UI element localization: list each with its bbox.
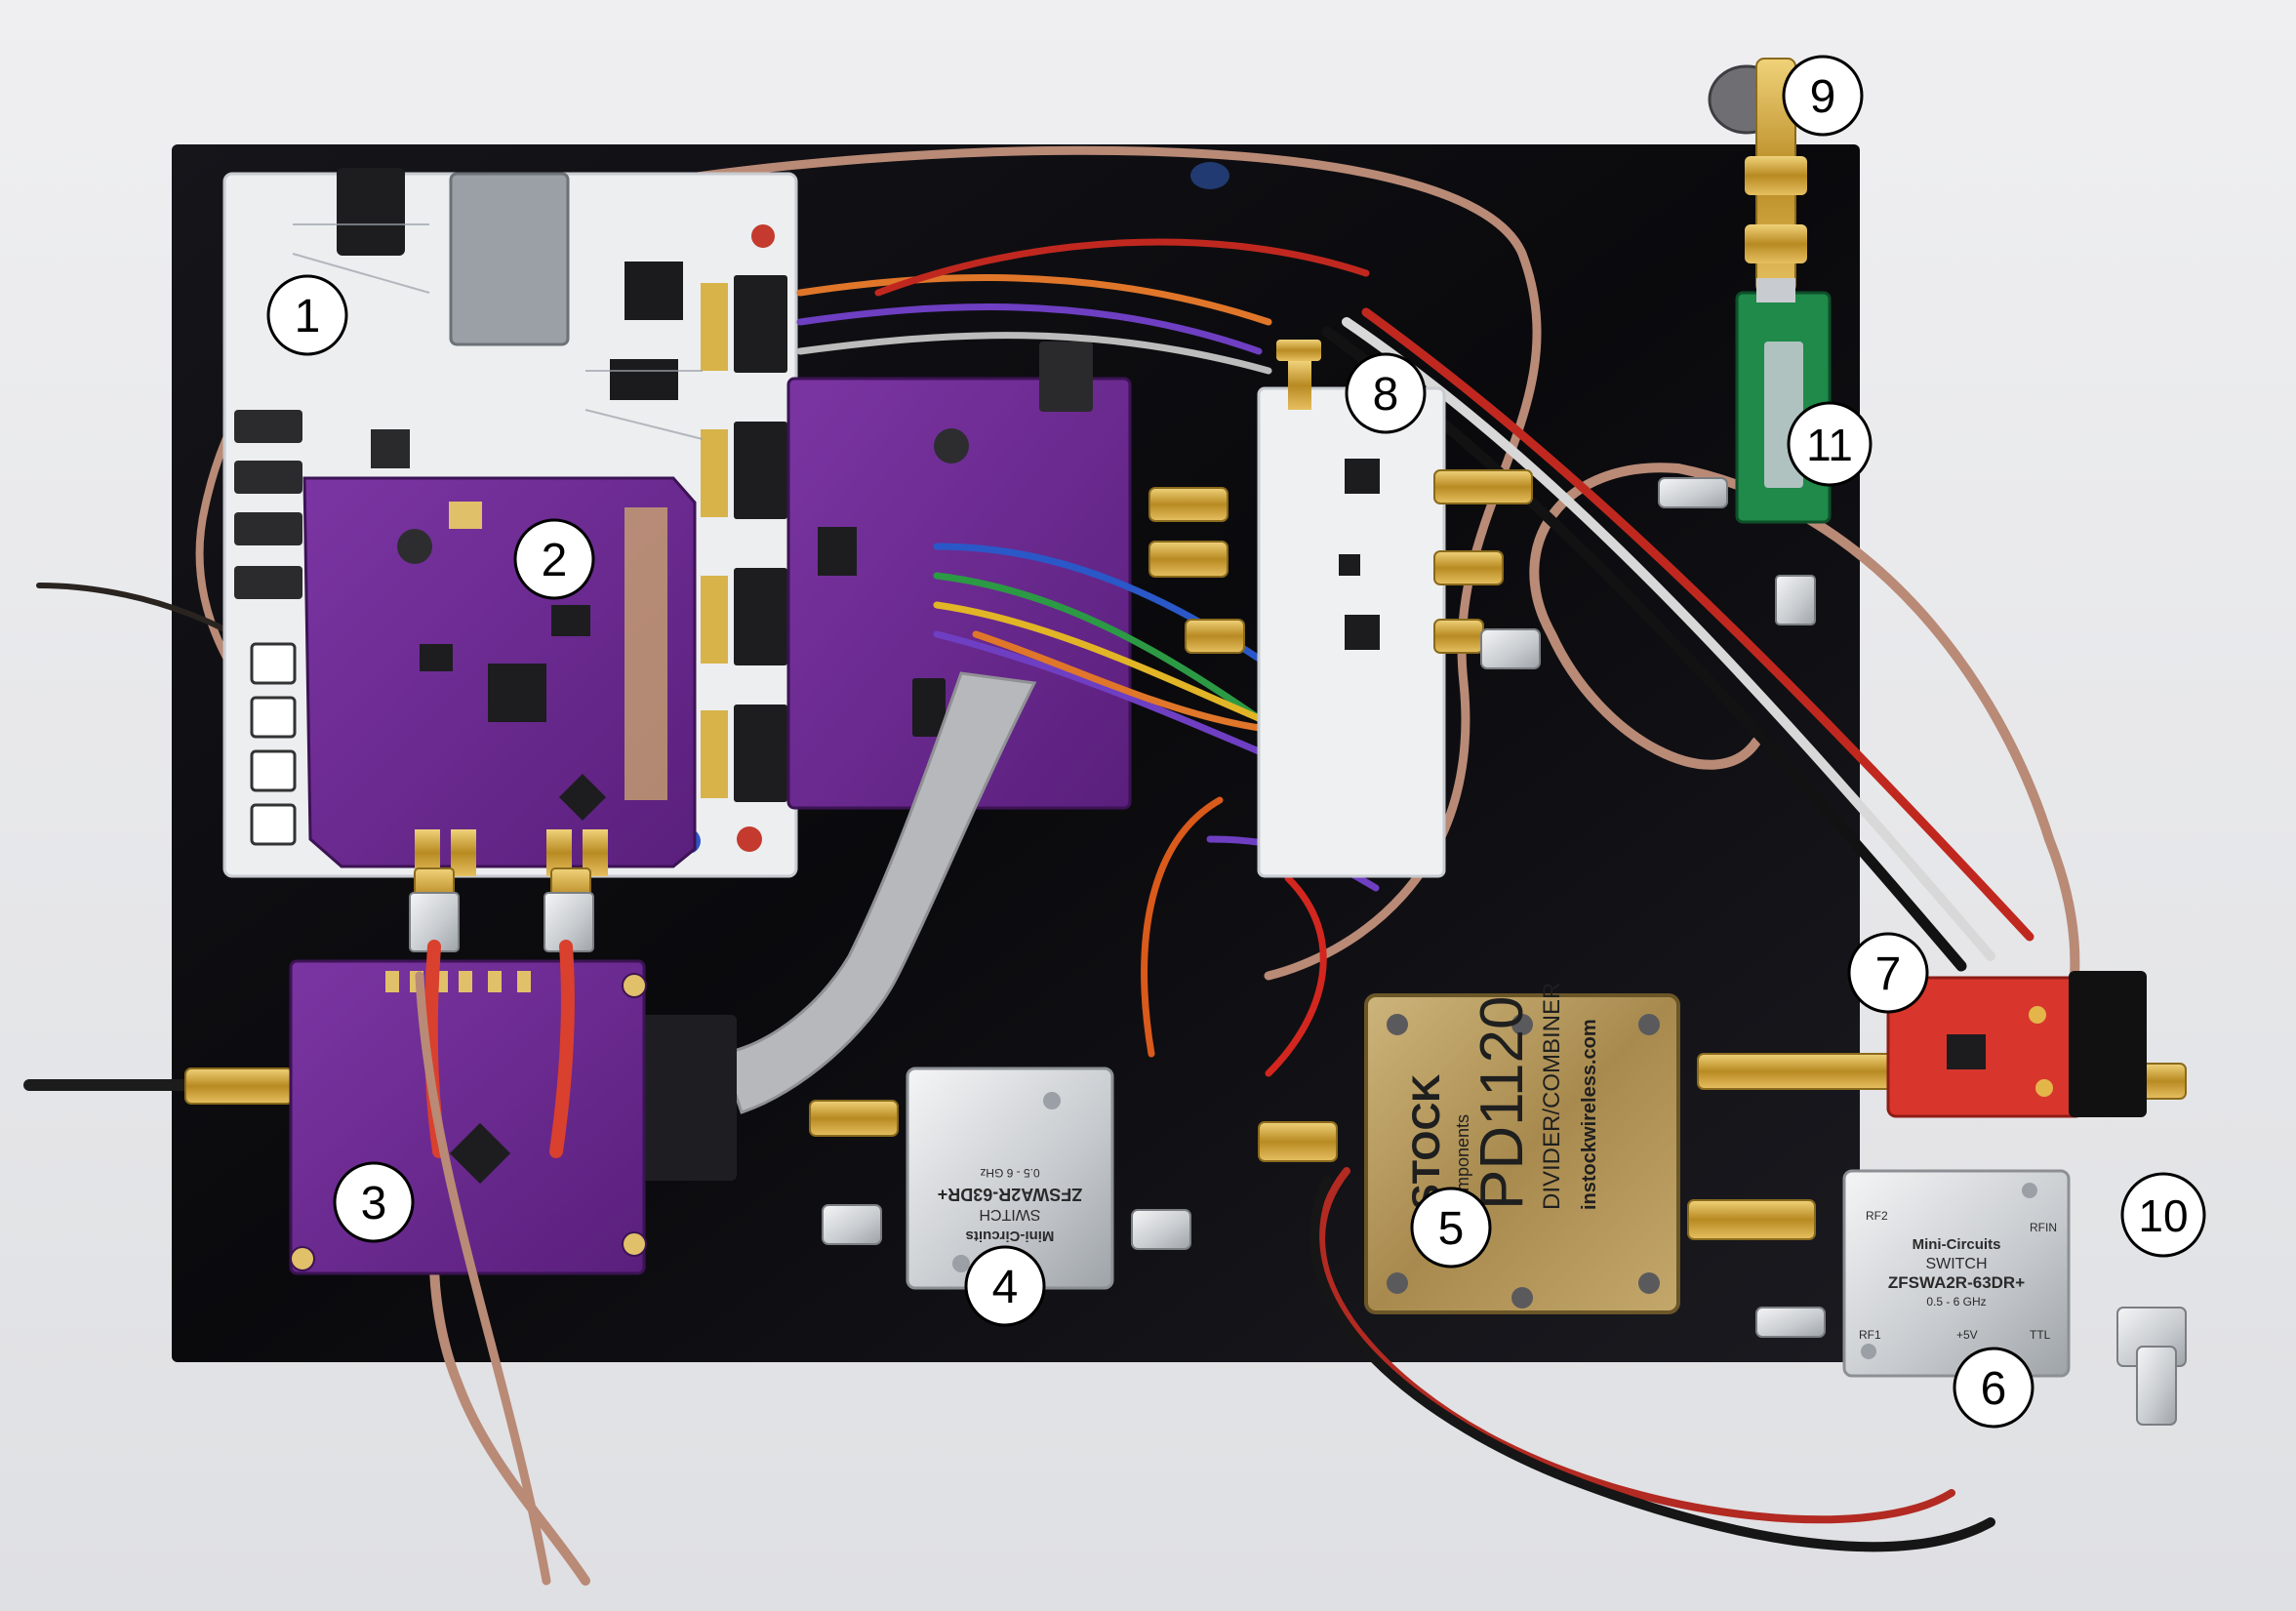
svg-text:9: 9 <box>1810 71 1836 123</box>
callout-4: 4 <box>964 1245 1046 1327</box>
callout-11: 11 <box>1787 401 1873 487</box>
svg-text:1: 1 <box>295 291 321 342</box>
divider-type: DIVIDER/COMBINER <box>1539 983 1565 1210</box>
black-bracket <box>2069 971 2147 1117</box>
power-divider: STOCK components PD1120 DIVIDER/COMBINER… <box>1364 983 1680 1314</box>
switch-b-brand: Mini-Circuits <box>1913 1236 2001 1253</box>
expansion-board <box>786 342 1132 810</box>
switch-b-port-ttl: TTL <box>2030 1328 2051 1342</box>
switch-b-model: ZFSWA2R-63DR+ <box>1888 1273 2025 1292</box>
callout-3: 3 <box>333 1161 415 1243</box>
callout-7: 7 <box>1847 932 1929 1014</box>
svg-text:11: 11 <box>1806 420 1853 470</box>
divider-url: instockwireless.com <box>1579 1019 1600 1210</box>
callout-5: 5 <box>1410 1187 1492 1269</box>
switch-a-range: 0.5 - 6 GHz <box>980 1166 1039 1180</box>
demodulator-board <box>302 476 697 876</box>
switch-b-port-rf1: RF1 <box>1859 1328 1881 1342</box>
ribbon-cable <box>629 671 1037 1181</box>
switch-a-kind: SWITCH <box>979 1206 1040 1223</box>
svg-text:7: 7 <box>1875 948 1902 1000</box>
svg-text:5: 5 <box>1438 1203 1465 1255</box>
rf-frontend-board <box>1257 340 1446 878</box>
rf-switch-6: Mini-Circuits SWITCH ZFSWA2R-63DR+ 0.5 -… <box>1842 1169 2071 1378</box>
switch-a-brand: Mini-Circuits <box>966 1228 1055 1244</box>
callout-6: 6 <box>1953 1347 2034 1429</box>
callout-8: 8 <box>1345 352 1427 434</box>
callout-2: 2 <box>513 518 595 600</box>
divider-brand-sub: components <box>1453 1114 1472 1210</box>
switch-b-port-rf2: RF2 <box>1866 1209 1888 1223</box>
sma-silver-connectors <box>409 477 2187 1426</box>
svg-text:8: 8 <box>1373 369 1399 421</box>
svg-text:4: 4 <box>992 1262 1019 1313</box>
callout-1: 1 <box>266 274 348 356</box>
callout-10: 10 <box>2120 1172 2206 1258</box>
switch-b-range: 0.5 - 6 GHz <box>1926 1295 1986 1309</box>
switch-b-port-5v: +5V <box>1956 1328 1978 1342</box>
red-coax <box>415 940 575 1586</box>
switch-b-port-rfin: RFIN <box>2030 1221 2057 1234</box>
svg-text:2: 2 <box>542 535 568 586</box>
callout-9: 9 <box>1782 55 1864 137</box>
callouts: 1 2 3 4 5 6 7 8 9 10 11 <box>266 55 2206 1429</box>
svg-text:3: 3 <box>361 1178 387 1229</box>
svg-text:6: 6 <box>1981 1363 2007 1415</box>
switch-a-model: ZFSWA2R-63DR+ <box>938 1185 1083 1204</box>
divider-brand: STOCK <box>1405 1074 1448 1210</box>
rf-switch-4: SWITCH ZFSWA2R-63DR+ 0.5 - 6 GHz Mini-Ci… <box>906 1067 1114 1290</box>
svg-text:10: 10 <box>2138 1190 2188 1241</box>
switch-b-kind: SWITCH <box>1925 1256 1987 1272</box>
divider-model: PD1120 <box>1469 996 1536 1210</box>
